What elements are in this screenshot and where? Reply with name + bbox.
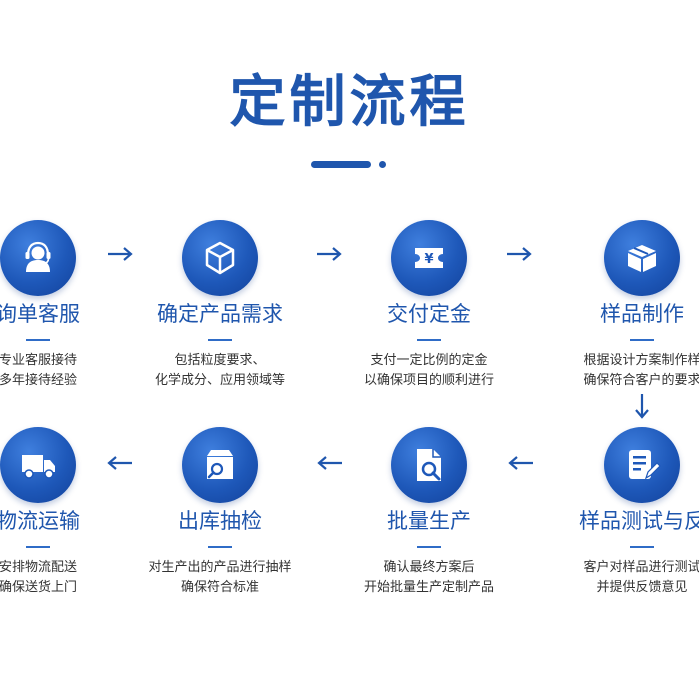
arrow-right-icon: [504, 244, 534, 264]
step-title: 样品测试与反: [579, 509, 699, 533]
step-description: 包括粒度要求、 化学成分、应用领域等: [120, 351, 320, 391]
desc-line: 安排物流配送: [0, 560, 77, 575]
desc-line: 化学成分、应用领域等: [154, 373, 285, 388]
svg-text:¥: ¥: [424, 252, 433, 267]
title-underline-dot: [379, 161, 386, 168]
step-title: 批量生产: [387, 509, 471, 533]
step-underline: [417, 546, 441, 548]
arrow-right-icon: [105, 244, 135, 264]
desc-line: 客户对样品进行测试: [583, 560, 699, 575]
desc-line: 根据设计方案制作样: [583, 353, 699, 368]
desc-line: 开始批量生产定制产品: [363, 580, 494, 595]
desc-line: 支付一定比例的定金: [370, 353, 488, 368]
step-description: 对生产出的产品进行抽样 确保符合标准: [120, 558, 320, 598]
page-title: 定制流程: [229, 70, 470, 135]
desc-line: 以确保项目的顺利进行: [363, 373, 494, 388]
step-underline: [630, 546, 654, 548]
step-description: 支付一定比例的定金 以确保项目的顺利进行: [329, 351, 529, 391]
step-description: 确认最终方案后 开始批量生产定制产品: [329, 558, 529, 598]
step-title: 物流运输: [0, 509, 80, 533]
step-underline: [630, 339, 654, 341]
title-underline-bar: [311, 161, 371, 168]
desc-line: 包括粒度要求、: [174, 353, 266, 368]
box-magnifier-icon: [182, 427, 258, 503]
desc-line: 确认最终方案后: [383, 560, 475, 575]
desc-line: 对生产出的产品进行抽样: [148, 560, 292, 575]
step-title: 交付定金: [387, 302, 471, 326]
arrow-left-icon: [315, 453, 345, 473]
step-description: 客户对样品进行测试 并提供反馈意见: [542, 558, 699, 598]
arrow-right-icon: [314, 244, 344, 264]
desc-line: 确保送货上门: [0, 580, 77, 595]
step-title: 样品制作: [600, 302, 684, 326]
cube-icon: [182, 220, 258, 296]
document-edit-icon: [604, 427, 680, 503]
arrow-left-icon: [105, 453, 135, 473]
desc-line: 确保符合标准: [180, 580, 259, 595]
yuan-ticket-icon: ¥: [391, 220, 467, 296]
truck-icon: [0, 427, 76, 503]
headset-icon: [0, 220, 76, 296]
step-title: 确定产品需求: [157, 302, 283, 326]
step-underline: [26, 339, 50, 341]
arrow-down-icon: [632, 391, 652, 421]
desc-line: 并提供反馈意见: [596, 580, 688, 595]
step-underline: [208, 339, 232, 341]
desc-line: 确保符合客户的要求: [583, 373, 699, 388]
step-description: 专业客服接待 多年接待经验: [0, 351, 138, 391]
step-title: 询单客服: [0, 302, 80, 326]
box-icon: [604, 220, 680, 296]
step-description: 根据设计方案制作样 确保符合客户的要求: [542, 351, 699, 391]
step-underline: [208, 546, 232, 548]
desc-line: 专业客服接待: [0, 353, 77, 368]
step-title: 出库抽检: [178, 509, 262, 533]
file-wrench-icon: [391, 427, 467, 503]
step-underline: [417, 339, 441, 341]
arrow-left-icon: [506, 453, 536, 473]
step-underline: [26, 546, 50, 548]
desc-line: 多年接待经验: [0, 373, 77, 388]
step-description: 安排物流配送 确保送货上门: [0, 558, 138, 598]
